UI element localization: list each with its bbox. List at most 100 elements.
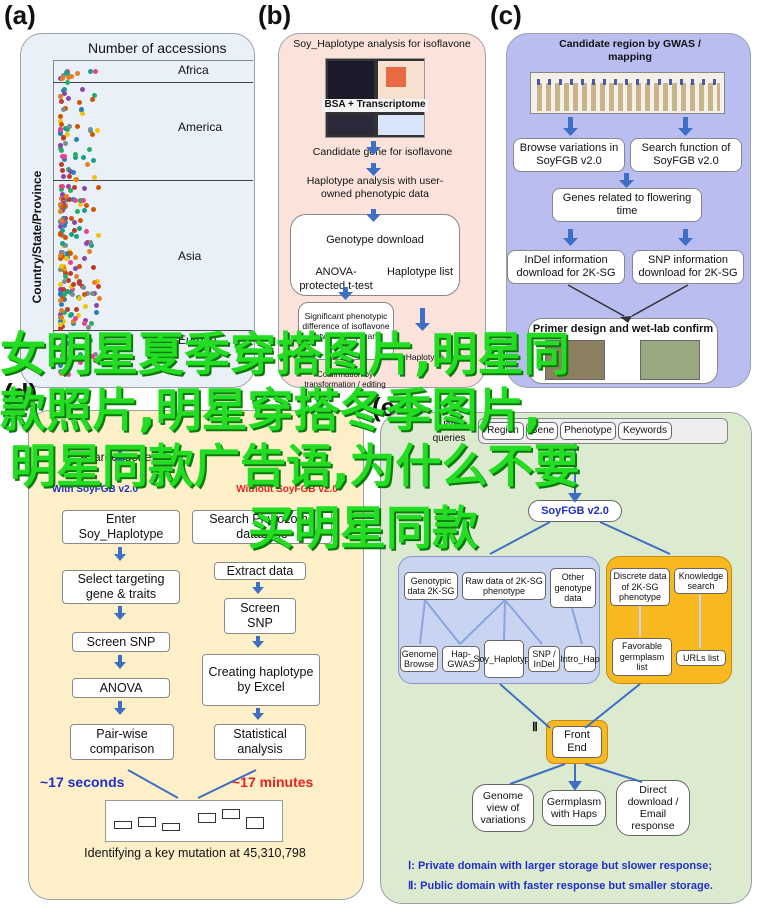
accession-dot <box>69 231 74 237</box>
accession-dot <box>78 197 84 203</box>
haplotype-work-label: Haplotype work <box>405 352 465 362</box>
accession-dot <box>62 157 67 163</box>
accession-dot <box>91 175 97 181</box>
accession-dot <box>66 184 72 190</box>
accession-dot <box>64 79 70 85</box>
bsa-caption: BSA + Transcriptome <box>322 99 428 112</box>
accession-dot <box>66 197 72 203</box>
accession-dot <box>79 86 85 92</box>
accession-dot <box>58 121 64 127</box>
select-targeting-box: Select targeting gene & traits <box>62 570 180 604</box>
accession-dot <box>62 242 68 248</box>
accession-dot <box>92 358 98 364</box>
accession-dot <box>91 93 97 99</box>
creating-haplotype-box: Creating haplotype by Excel <box>202 654 320 706</box>
enter-soy-haplotype-box: Enter Soy_Haplotype <box>62 510 180 544</box>
accession-dot <box>77 359 83 365</box>
plant-image <box>640 340 700 380</box>
accession-dot <box>58 162 64 168</box>
snp-indel-box: SNP / InDel <box>528 646 560 672</box>
accession-dot <box>91 206 97 212</box>
accession-dot <box>64 306 70 312</box>
accession-dot <box>58 314 64 320</box>
accession-dot <box>76 264 82 270</box>
accession-dot <box>76 100 82 106</box>
overlay-line-3: 明星同款广告语,为什么不要 <box>10 439 580 493</box>
legend-public: Ⅱ: Public domain with faster response bu… <box>408 880 713 892</box>
panel-b-title: Soy_Haplotype analysis for isoflavone <box>293 38 471 50</box>
accession-dot <box>58 126 64 132</box>
accession-dot <box>87 249 93 255</box>
accession-dot <box>63 70 69 76</box>
accession-dot <box>92 68 98 74</box>
region-label-africa: Africa <box>178 63 209 77</box>
discrete-data-box: Discrete data of 2K-SG phenotype <box>610 568 670 606</box>
genotype-download-label: Genotype download <box>326 234 424 246</box>
knowledge-search-box: Knowledge search <box>674 568 728 594</box>
country-axis-label: Country/State/Province <box>30 170 44 304</box>
accession-dot <box>60 240 66 246</box>
accession-dot <box>62 196 68 202</box>
candidate-region-title: Candidate region by GWAS / mapping <box>559 38 701 64</box>
overlay-line-1: 女明星夏季穿搭图片,明星同 <box>0 327 570 381</box>
panel-label-b: (b) <box>258 0 292 30</box>
region-label-america: America <box>178 120 223 134</box>
accession-dot <box>58 311 64 317</box>
query-tab-gene[interactable]: Gene <box>526 422 558 440</box>
accession-dot <box>96 184 102 190</box>
accession-dot <box>73 307 79 313</box>
roman-two-label: Ⅱ <box>532 720 538 734</box>
accession-dot <box>75 123 81 129</box>
accession-dot <box>58 282 64 288</box>
accession-dot <box>65 289 71 295</box>
accession-dot <box>58 218 64 224</box>
genome-view-box: Genome view of variations <box>472 784 534 832</box>
user-queries-label: User queries <box>432 420 466 444</box>
accession-dot <box>70 291 76 297</box>
accession-dot <box>67 358 73 364</box>
front-end-box: Front End <box>552 726 602 758</box>
accession-dot <box>77 218 83 224</box>
accession-dot <box>93 309 99 315</box>
accession-dot <box>73 137 79 143</box>
search-phytozome-box: Search Phytozome database <box>192 510 332 544</box>
indel-download-box: InDel information download for 2K-SG <box>507 250 625 284</box>
genotypic-data-box: Genotypic data 2K-SG <box>404 572 458 600</box>
accession-dot <box>81 334 87 340</box>
snp-download-box: SNP information download for 2K-SG <box>632 250 744 284</box>
query-tab-phenotype[interactable]: Phenotype <box>560 422 616 440</box>
accession-dot <box>70 169 76 175</box>
accession-dot <box>87 240 93 246</box>
accession-dot <box>61 201 67 207</box>
query-tab-region[interactable]: Region <box>482 422 524 440</box>
browse-variations-box: Browse variations in SoyFGB v2.0 <box>513 138 625 172</box>
region-divider <box>53 330 253 331</box>
accession-dot <box>62 223 68 229</box>
accession-dot <box>58 322 64 328</box>
accession-dot <box>72 151 78 157</box>
query-tab-keywords[interactable]: Keywords <box>618 422 672 440</box>
accession-dot <box>94 279 100 285</box>
accession-dot <box>59 250 65 256</box>
key-mutation-label: Identifying a key mutation at 45,310,798 <box>84 846 306 860</box>
soyfgb-hub: SoyFGB v2.0 <box>528 500 622 522</box>
accession-dot <box>65 371 71 377</box>
accession-dot <box>62 270 68 276</box>
overlay-line-2: 款照片,明星穿搭冬季图片, <box>0 383 541 437</box>
primer-design-label: Primer design and wet-lab confirm <box>532 323 714 335</box>
accession-dot <box>58 359 64 365</box>
accession-dot <box>74 208 80 214</box>
accession-dot <box>64 131 70 137</box>
accession-dot <box>82 318 88 324</box>
search-function-box: Search function of SoyFGB v2.0 <box>630 138 742 172</box>
favorable-germplasm-box: Favorable germplasm list <box>612 638 672 676</box>
accession-dot <box>58 318 63 324</box>
panel-e-arrows <box>419 444 701 791</box>
accession-dot <box>66 124 72 130</box>
accession-dot <box>58 291 63 297</box>
accession-dot <box>80 110 86 116</box>
accession-dot <box>71 343 77 349</box>
accession-dot <box>59 308 65 314</box>
accession-dot <box>73 274 79 280</box>
accession-dot <box>66 340 72 346</box>
